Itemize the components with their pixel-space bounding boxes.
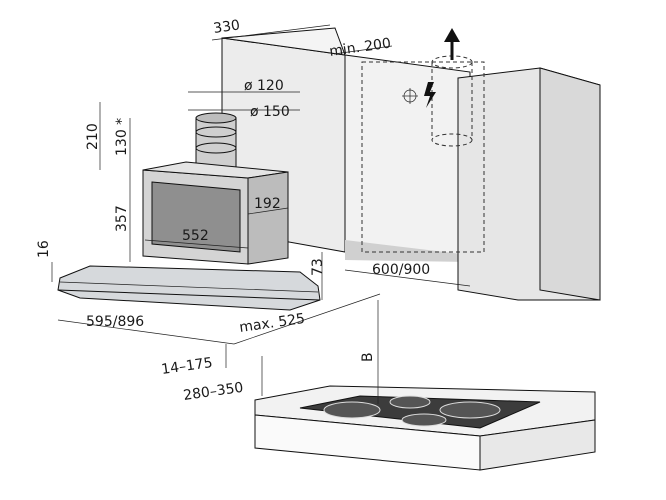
counter-side bbox=[479, 419, 596, 471]
label-canopy-thickness: 16 bbox=[36, 240, 52, 258]
label-range-1: 14–175 bbox=[160, 355, 213, 378]
label-wall-offset: 73 bbox=[310, 258, 326, 276]
hob-burner-2 bbox=[389, 395, 431, 409]
hood-body-side bbox=[247, 171, 289, 265]
label-canopy-depth: max. 525 bbox=[238, 311, 306, 336]
wall-recess bbox=[344, 54, 471, 263]
label-wall-depth: 330 bbox=[212, 17, 241, 37]
label-body-width: 552 bbox=[182, 228, 209, 244]
dim-line-552 bbox=[144, 239, 249, 249]
dim-line-192 bbox=[247, 207, 289, 215]
wall-cabinet-side bbox=[539, 67, 601, 301]
power-socket-icon bbox=[402, 88, 418, 104]
dim-line-200 bbox=[333, 45, 393, 55]
hob-burner-1 bbox=[323, 401, 381, 419]
label-canopy-width: 595/896 bbox=[86, 314, 144, 330]
glass-canopy bbox=[57, 265, 321, 311]
dim-line-525 bbox=[233, 293, 381, 345]
label-range-2: 280–350 bbox=[182, 380, 244, 404]
glass-canopy-edge bbox=[57, 289, 321, 301]
wall-duct-bottom bbox=[431, 133, 473, 147]
label-body-depth: 192 bbox=[254, 196, 281, 212]
label-chimney-note: 130 * bbox=[114, 118, 130, 156]
label-chimney-height: 210 bbox=[85, 123, 101, 150]
wall-shadow bbox=[345, 240, 470, 262]
label-hob-distance: B bbox=[360, 352, 376, 362]
dim-line-600 bbox=[344, 269, 471, 287]
up-arrow-icon bbox=[444, 28, 460, 60]
hob-burner-4 bbox=[401, 413, 447, 427]
dim-line-330 bbox=[211, 24, 331, 41]
label-duct-d2: ø 150 bbox=[250, 104, 290, 120]
dim-line-595 bbox=[57, 319, 235, 345]
wall-duct-outline bbox=[361, 61, 485, 253]
label-body-height: 357 bbox=[114, 205, 130, 232]
hood-body-panel bbox=[151, 181, 241, 253]
glass-canopy-edge-2 bbox=[59, 281, 319, 293]
wall-top bbox=[221, 27, 346, 56]
lightning-icon bbox=[424, 82, 436, 108]
label-cabinet-width: 600/900 bbox=[372, 262, 430, 278]
label-duct-d1: ø 120 bbox=[244, 78, 284, 94]
hob-burner-3 bbox=[439, 401, 501, 419]
